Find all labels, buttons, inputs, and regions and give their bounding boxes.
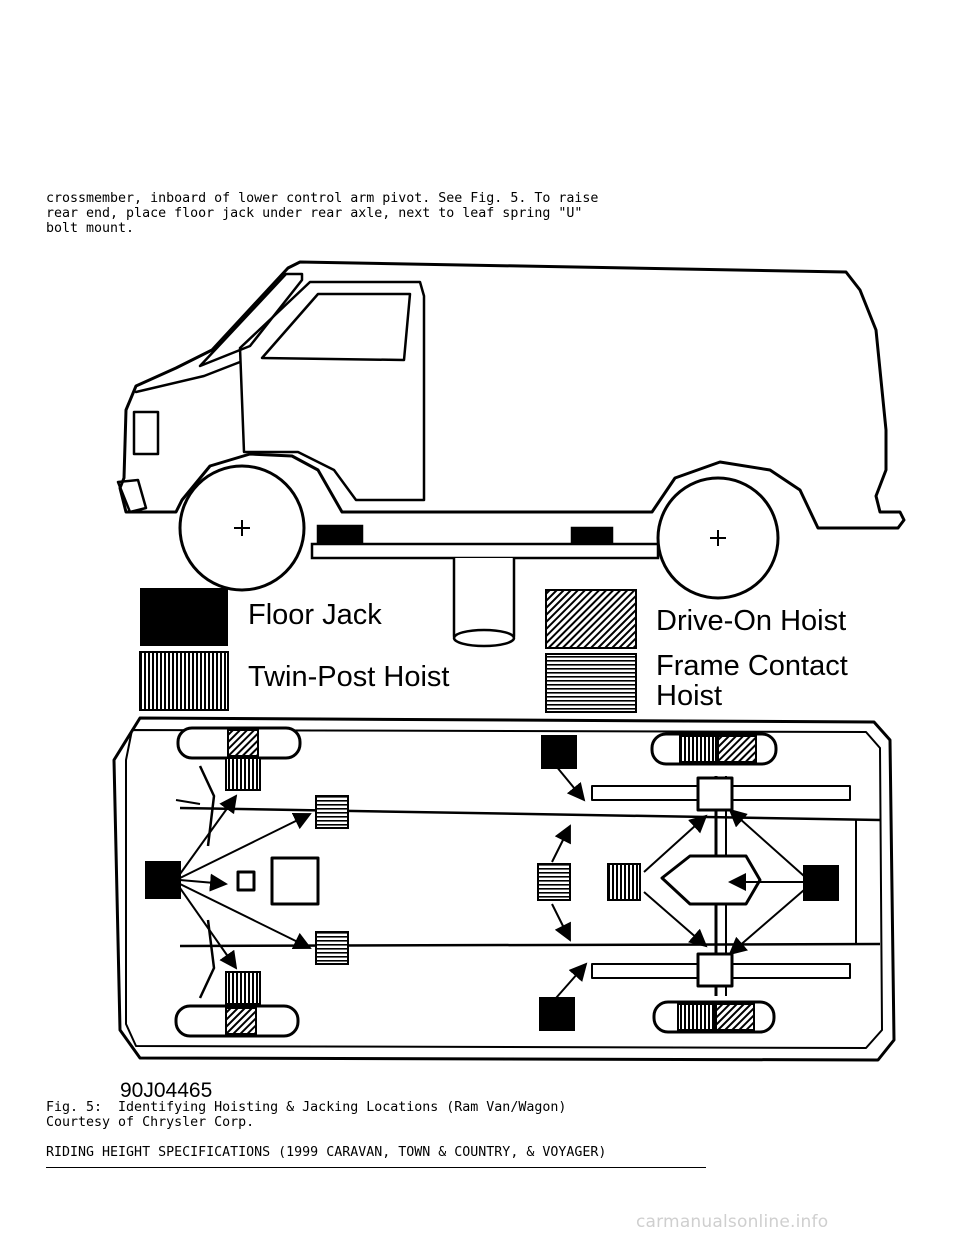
marker-rear-jack-lower <box>539 997 575 1031</box>
lift-point-arrows <box>179 765 805 999</box>
legend-drive-on-label: Drive-On Hoist <box>656 605 847 637</box>
marker-front-right-driveon <box>225 1007 257 1035</box>
intro-line-2: rear end, place floor jack under rear ax… <box>46 206 583 221</box>
section-divider <box>46 1167 706 1168</box>
marker-front-left-driveon <box>227 729 259 757</box>
figure-code: 90J04465 <box>120 1079 213 1102</box>
legend-frame-contact-label-1: Frame Contact <box>656 650 848 682</box>
frame-contact-swatch <box>545 653 637 713</box>
intro-paragraph: crossmember, inboard of lower control ar… <box>46 191 598 236</box>
lift-point-markers <box>145 729 839 1035</box>
drive-on-swatch <box>545 589 637 649</box>
marker-front-jack <box>145 861 181 899</box>
marker-rear-jack-right <box>803 865 839 901</box>
legend-floor-jack-label: Floor Jack <box>248 599 382 631</box>
intro-line-3: bolt mount. <box>46 221 135 236</box>
marker-frame-mid <box>537 863 571 901</box>
legend-twin-post-label: Twin-Post Hoist <box>248 661 450 693</box>
marker-rear-jack-upper <box>541 735 577 769</box>
marker-rear-left-twinpost <box>679 735 717 763</box>
floor-jack-swatch <box>140 588 228 646</box>
legend-frame-contact-label-2: Hoist <box>656 680 723 712</box>
marker-twinpost-rear <box>607 863 641 901</box>
drive-on-hoist-illustration <box>310 524 660 648</box>
marker-front-left-twinpost <box>225 757 261 791</box>
watermark: carmanualsonline.info <box>636 1212 829 1232</box>
marker-rear-right-driveon <box>715 1003 755 1031</box>
marker-frame-front-lower <box>315 931 349 965</box>
marker-rear-left-driveon <box>717 735 757 763</box>
marker-front-right-twinpost <box>225 971 261 1005</box>
intro-line-1: crossmember, inboard of lower control ar… <box>46 191 599 206</box>
van-side-view <box>116 260 906 530</box>
twin-post-swatch <box>139 651 229 711</box>
marker-rear-right-twinpost <box>677 1003 715 1031</box>
section-heading: RIDING HEIGHT SPECIFICATIONS (1999 CARAV… <box>46 1145 607 1160</box>
caption-credit: Courtesy of Chrysler Corp. <box>46 1115 255 1130</box>
figure-caption: Fig. 5: Identifying Hoisting & Jacking L… <box>46 1100 606 1160</box>
caption-title: Fig. 5: Identifying Hoisting & Jacking L… <box>46 1100 567 1115</box>
legend <box>139 588 637 713</box>
marker-frame-front-upper <box>315 795 349 829</box>
